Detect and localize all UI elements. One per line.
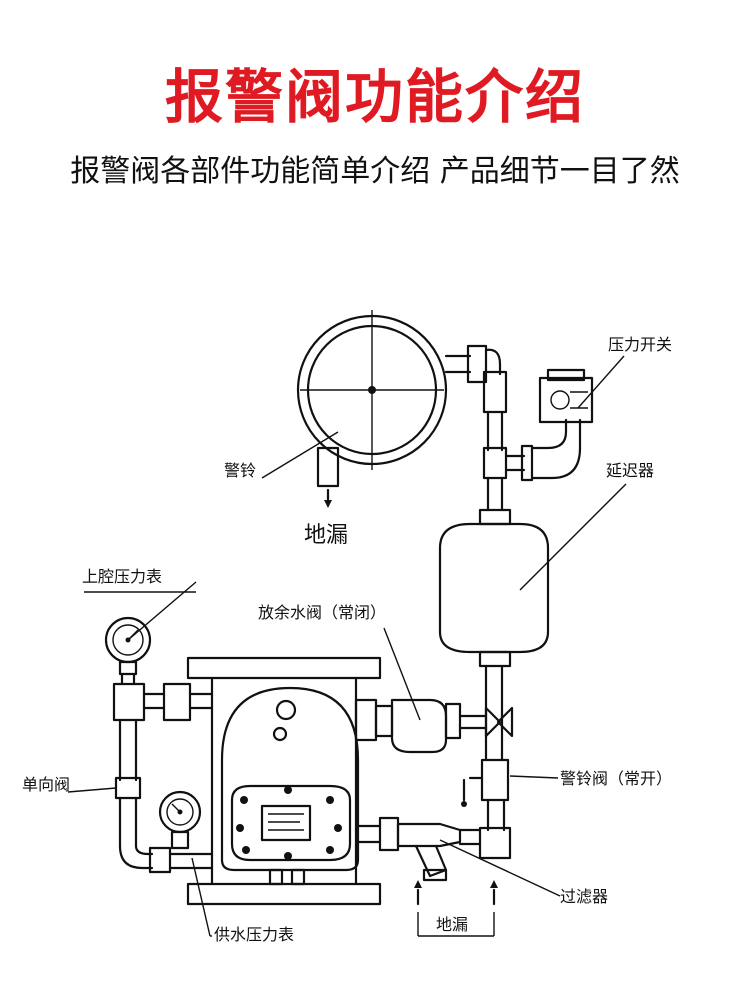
label-supply-gauge: 供水压力表 — [214, 925, 294, 944]
alarm-bell — [296, 310, 488, 508]
pressure-switch — [530, 355, 625, 480]
label-drain-valve: 放余水阀（常闭） — [258, 603, 386, 622]
label-alarm-bell: 警铃 — [224, 461, 256, 480]
label-check-valve: 单向阀 — [22, 775, 70, 794]
label-upper-chamber-gauge: 上腔压力表 — [82, 567, 162, 586]
label-bell-valve: 警铃阀（常开） — [560, 769, 672, 788]
drain-valve — [354, 627, 514, 754]
page-title: 报警阀功能介绍 — [164, 63, 585, 131]
filter — [354, 816, 561, 937]
bell-pipe — [482, 348, 534, 512]
label-floor-drain-bottom: 地漏 — [436, 915, 468, 934]
label-pressure-switch: 压力开关 — [608, 335, 672, 354]
label-retarder: 延迟器 — [606, 461, 654, 480]
label-filter: 过滤器 — [560, 887, 608, 906]
bell-valve — [461, 758, 559, 860]
retarder — [438, 483, 627, 762]
upper-chamber-gauge — [104, 581, 214, 722]
supply-gauge — [158, 790, 212, 937]
label-floor-drain-top: 地漏 — [304, 523, 348, 548]
page-subtitle: 报警阀各部件功能简单介绍 产品细节一目了然 — [70, 154, 680, 189]
valve-body — [186, 656, 382, 906]
check-valve-line — [114, 718, 214, 874]
